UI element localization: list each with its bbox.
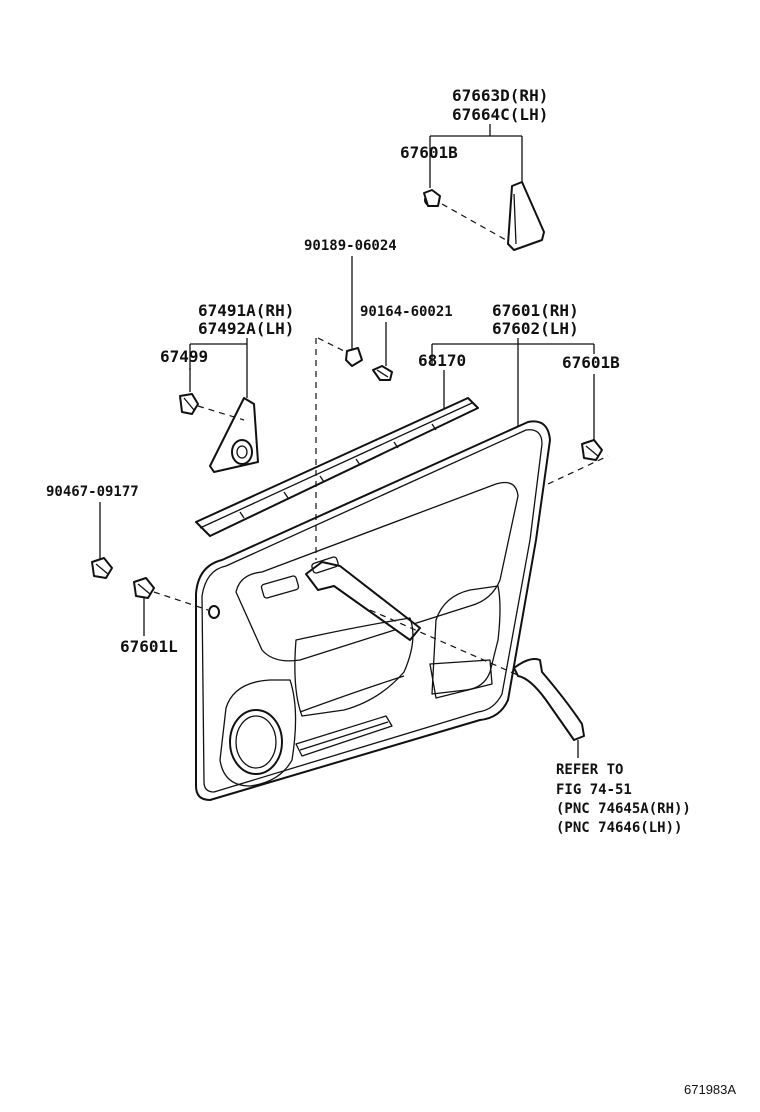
label-67601l: 67601L: [120, 637, 178, 656]
leader-67663d: [429, 124, 523, 188]
dash-clip-to-trim: [547, 455, 609, 485]
refer-line-3: (PNC 74645A(RH)): [556, 801, 691, 817]
refer-line-4: (PNC 74646(LH)): [556, 820, 682, 836]
leader-67491a: [189, 338, 248, 398]
refer-line-2: FIG 74-51: [556, 782, 632, 798]
nut-90189: [345, 347, 363, 367]
dash-trim-to-refer: [369, 609, 521, 677]
dash-67601l-to-trim: [153, 591, 209, 611]
inside-handle-part: [513, 658, 585, 741]
label-67601b-top: 67601B: [400, 143, 458, 162]
label-90164: 90164-60021: [360, 304, 453, 320]
refer-line-1: REFER TO: [556, 762, 623, 778]
dash-67491a-to-nut: [317, 337, 347, 353]
label-68170: 68170: [418, 351, 466, 370]
label-67602-lh: 67602(LH): [492, 319, 579, 338]
leader-67601: [431, 338, 595, 440]
label-67499: 67499: [160, 347, 208, 366]
label-67601-rh: 67601(RH): [492, 301, 579, 320]
speaker-cover-part: [209, 397, 259, 473]
weatherstrip-68170: [195, 397, 479, 537]
label-90467: 90467-09177: [46, 484, 139, 500]
screw-90164: [372, 365, 393, 381]
dash-clip-to-cover: [441, 203, 507, 241]
clip-90467: [91, 557, 113, 579]
label-67492a: 67492A(LH): [198, 319, 294, 338]
clip-67601b-top: [423, 189, 441, 207]
dash-clip-to-speaker-cover: [197, 405, 245, 421]
label-67491a: 67491A(RH): [198, 301, 294, 320]
label-67663d: 67663D(RH): [452, 86, 548, 105]
label-90189: 90189-06024: [304, 238, 397, 254]
clip-67499: [179, 393, 199, 415]
diagram-code: 671983A: [684, 1082, 736, 1097]
triangle-cover-part: [507, 181, 545, 251]
label-67664c: 67664C(LH): [452, 105, 548, 124]
label-67601b-right: 67601B: [562, 353, 620, 372]
clip-67601b-right: [581, 439, 603, 461]
clip-67601l: [133, 577, 155, 599]
